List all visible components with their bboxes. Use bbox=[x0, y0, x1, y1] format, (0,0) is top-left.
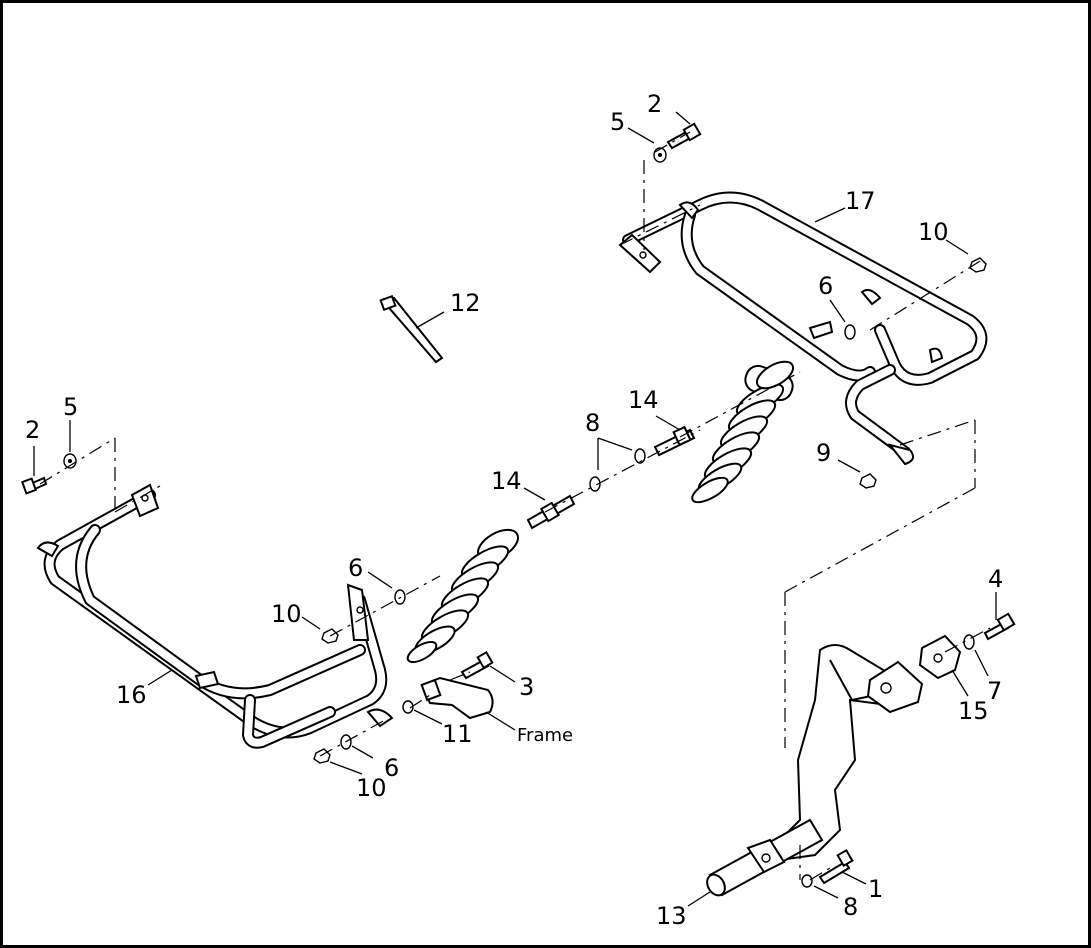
callout-17: 17 bbox=[845, 187, 876, 215]
lower-shock-absorber bbox=[406, 528, 519, 664]
callout-labels: 2 5 17 10 6 12 14 8 9 14 2 5 6 10 16 3 1… bbox=[25, 90, 1003, 930]
callout-10-mid: 10 bbox=[271, 600, 302, 628]
callout-6-low: 6 bbox=[384, 754, 399, 782]
hardware bbox=[20, 122, 1016, 888]
upper-stud bbox=[653, 425, 696, 457]
assembly-centerlines bbox=[39, 131, 991, 881]
callout-9: 9 bbox=[816, 439, 831, 467]
footrest-assembly bbox=[706, 634, 962, 897]
callout-10-top: 10 bbox=[918, 218, 949, 246]
callout-7: 7 bbox=[987, 677, 1002, 705]
callout-5-top: 5 bbox=[610, 108, 625, 136]
callout-10-low: 10 bbox=[356, 774, 387, 802]
callout-4: 4 bbox=[988, 565, 1003, 593]
callout-12: 12 bbox=[450, 289, 481, 317]
callout-6-mid: 6 bbox=[348, 554, 363, 582]
callout-8-low: 8 bbox=[843, 893, 858, 921]
callout-14-upper: 14 bbox=[628, 386, 659, 414]
cable-tie bbox=[379, 294, 444, 364]
callout-13: 13 bbox=[656, 902, 687, 930]
callout-2-top: 2 bbox=[647, 90, 662, 118]
lower-guard-bar bbox=[36, 483, 394, 749]
callout-16: 16 bbox=[116, 681, 147, 709]
callout-15: 15 bbox=[958, 697, 989, 725]
leader-lines bbox=[33, 111, 997, 907]
upper-guard-bar bbox=[618, 191, 988, 466]
callout-14-lower: 14 bbox=[491, 467, 522, 495]
callout-2-left: 2 bbox=[25, 416, 40, 444]
lower-stud bbox=[526, 494, 576, 530]
frame-label: Frame bbox=[517, 725, 573, 746]
callout-1: 1 bbox=[868, 875, 883, 903]
callout-6-right: 6 bbox=[818, 272, 833, 300]
callout-11: 11 bbox=[442, 720, 473, 748]
upper-shock-absorber bbox=[691, 360, 795, 504]
callout-3: 3 bbox=[519, 673, 534, 701]
callout-5-left: 5 bbox=[63, 393, 78, 421]
callout-8-mid: 8 bbox=[585, 409, 600, 437]
